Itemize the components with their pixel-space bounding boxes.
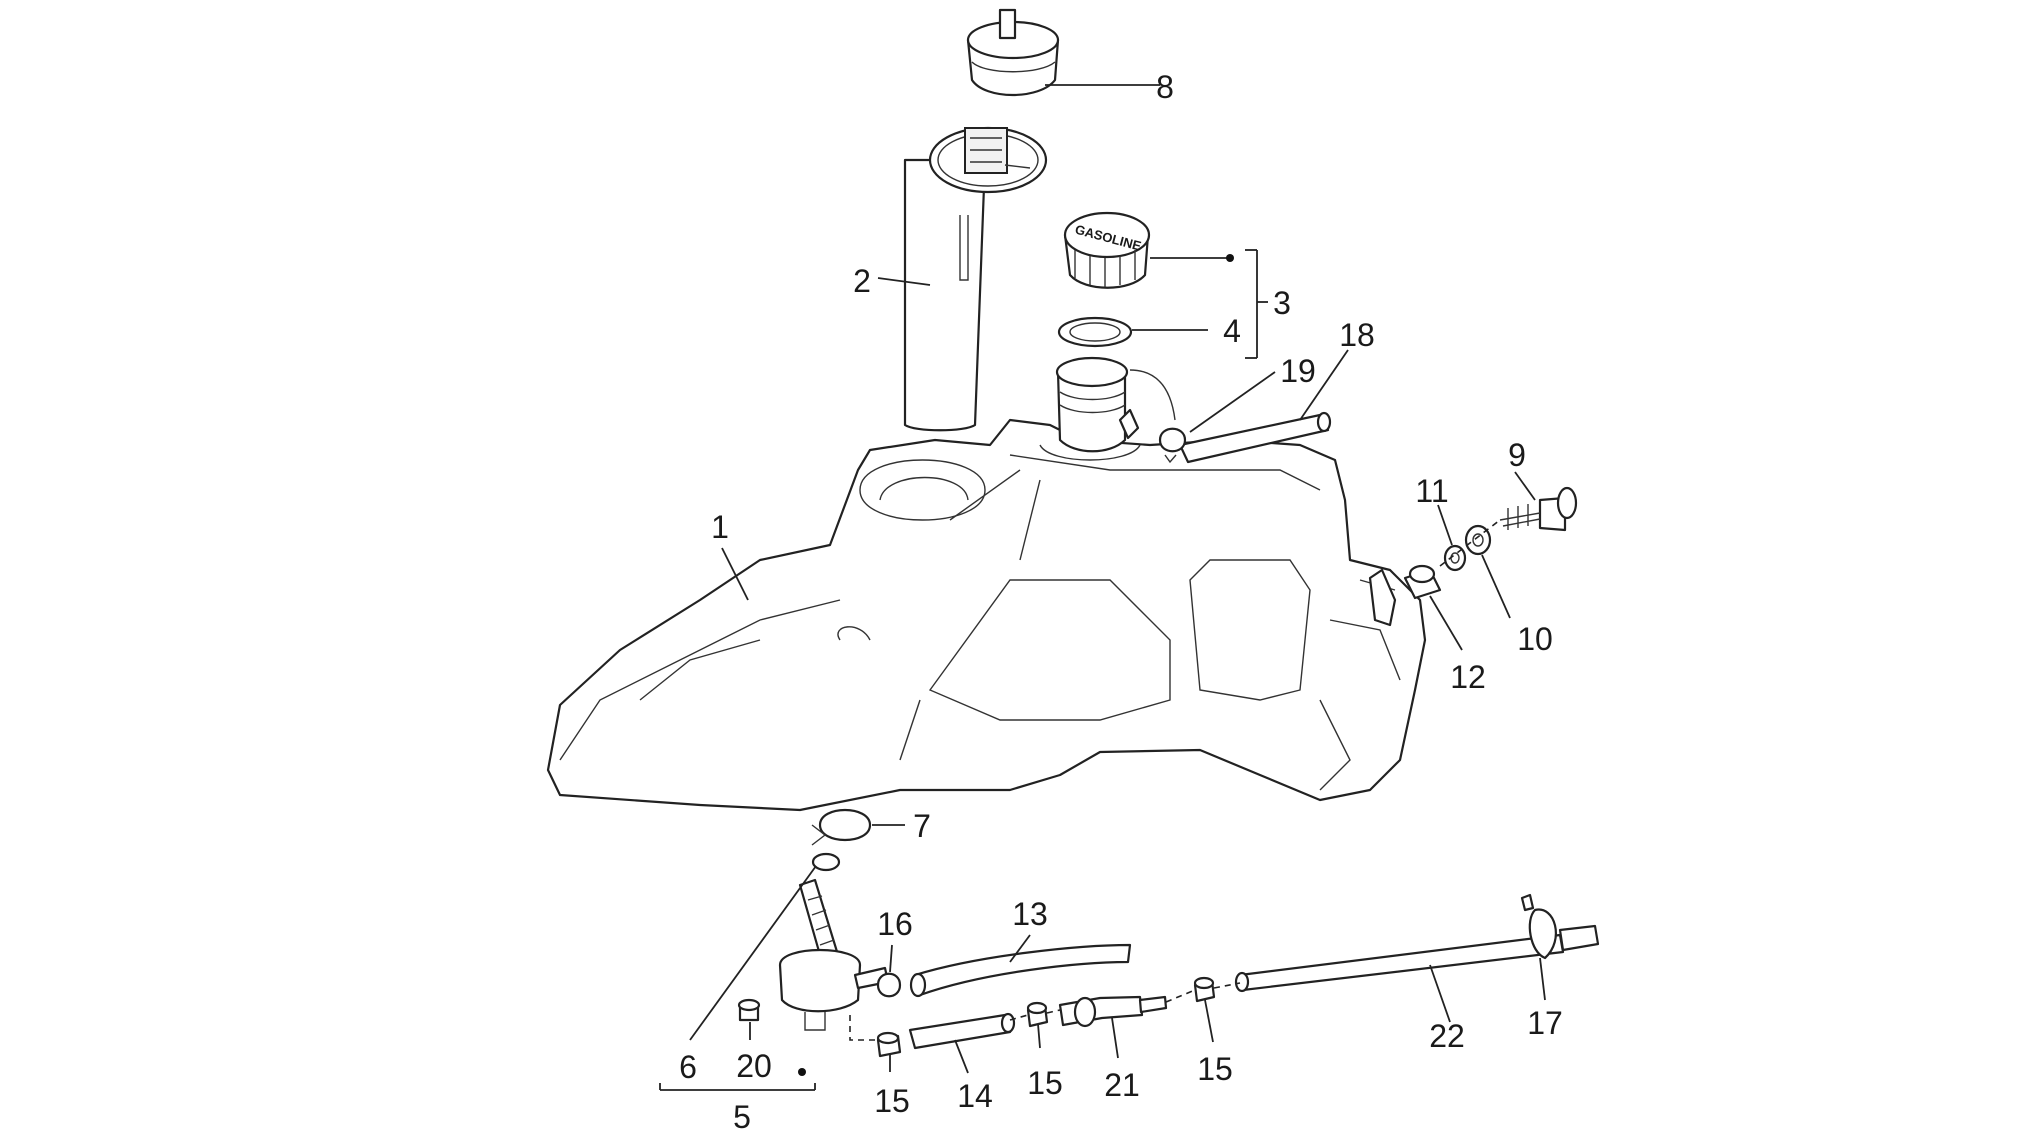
leader-lines xyxy=(659,84,1546,1091)
callout-16: 16 xyxy=(877,906,913,942)
callout-15-a: 15 xyxy=(874,1083,910,1119)
callout-11: 11 xyxy=(1415,473,1448,509)
callout-22: 22 xyxy=(1429,1018,1465,1054)
fuel-filter xyxy=(1058,995,1168,1028)
callout-18: 18 xyxy=(1339,317,1375,353)
flow-line-pipe xyxy=(1009,1014,1029,1021)
hose-clamp-15b xyxy=(1026,1001,1049,1028)
fuel-hose xyxy=(909,943,1132,998)
callout-3: 3 xyxy=(1273,285,1291,321)
hose-clamp-7 xyxy=(811,808,872,846)
callout-7: 7 xyxy=(913,808,931,844)
fuel-cap: GASOLINE xyxy=(1063,211,1151,289)
cap-gasket xyxy=(1057,316,1133,348)
o-ring-6 xyxy=(811,852,841,872)
hose-clamp-15c xyxy=(1193,976,1216,1003)
flow-line-filter-in xyxy=(1046,1009,1061,1014)
flow-line-line22 xyxy=(1213,982,1241,989)
callout-13: 13 xyxy=(1012,896,1048,932)
washer-11 xyxy=(1443,544,1467,572)
fuel-pipe-14 xyxy=(908,1012,1016,1050)
callout-9: 9 xyxy=(1508,437,1526,473)
callout-15-c: 15 xyxy=(1197,1051,1233,1087)
hose-clamp-19 xyxy=(1158,427,1187,464)
callout-20: 20 xyxy=(736,1048,772,1084)
hardware-axis-line xyxy=(1439,519,1501,567)
callout-10: 10 xyxy=(1517,621,1553,657)
breather-hose xyxy=(1129,369,1332,464)
callout-6: 6 xyxy=(679,1049,697,1085)
callout-19: 19 xyxy=(1280,353,1316,389)
callout-17: 17 xyxy=(1527,1005,1563,1041)
callout-2: 2 xyxy=(853,263,871,299)
callout-8: 8 xyxy=(1156,69,1174,105)
callout-12: 12 xyxy=(1450,659,1486,695)
sender-cover xyxy=(966,8,1060,96)
callout-15-b: 15 xyxy=(1027,1065,1063,1101)
callout-5: 5 xyxy=(733,1099,751,1131)
fuel-tank-body xyxy=(546,356,1427,812)
hose-clamp-15a xyxy=(876,1031,902,1058)
callout-labels: 1 2 3 4 5 6 7 8 9 10 11 12 13 14 15 15 1… xyxy=(679,69,1563,1135)
band-clamp-17 xyxy=(1520,893,1557,960)
drain-screw xyxy=(737,998,761,1022)
flow-line-filter-out xyxy=(1165,989,1196,1003)
callout-1: 1 xyxy=(711,509,729,545)
mounting-bolt xyxy=(1499,486,1578,532)
washer-10 xyxy=(1464,524,1492,556)
flow-line-tap xyxy=(849,1015,878,1041)
spacer-12 xyxy=(1403,564,1442,600)
fuel-level-sender xyxy=(903,126,1048,432)
fuel-line-22 xyxy=(1234,924,1600,993)
fuel-tap xyxy=(778,878,890,1031)
hose-clamp-16 xyxy=(876,972,902,998)
callout-4: 4 xyxy=(1223,313,1241,349)
callout-21: 21 xyxy=(1104,1067,1140,1103)
callout-14: 14 xyxy=(957,1078,993,1114)
